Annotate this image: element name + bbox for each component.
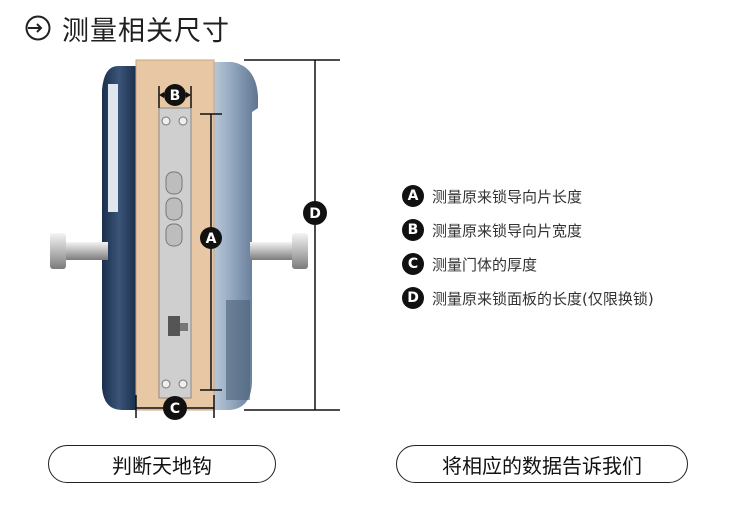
deadbolt-slot-tab (180, 323, 188, 331)
latch-slot (165, 223, 183, 247)
front-panel-strip (108, 84, 118, 212)
title-bar: 测量相关尺寸 (24, 10, 230, 47)
rear-panel-battery (226, 300, 250, 400)
screw (178, 116, 188, 126)
right-handle-bar (250, 242, 296, 260)
label-c: C (170, 401, 180, 417)
label-a-badge (200, 227, 222, 249)
legend-text-a: 测量原来锁导向片长度 (432, 187, 583, 206)
label-a: A (206, 231, 217, 247)
screw (161, 379, 171, 389)
label-c-badge (163, 396, 187, 420)
label-b: B (170, 88, 181, 104)
legend-badge-d: D (402, 287, 424, 309)
latch-slot (165, 171, 183, 195)
check-top-bottom-hook-button[interactable]: 判断天地钩 (48, 445, 276, 483)
door-body (135, 59, 215, 411)
legend-item-d: D 测量原来锁面板的长度(仅限换锁) (402, 281, 654, 315)
label-b-badge (164, 84, 186, 106)
legend: A 测量原来锁导向片长度 B 测量原来锁导向片宽度 C 测量门体的厚度 D 测量… (402, 179, 654, 315)
legend-text-d: 测量原来锁面板的长度(仅限换锁) (432, 289, 654, 308)
front-panel (102, 66, 136, 410)
latch-slot (165, 197, 183, 221)
guide-plate (158, 107, 192, 399)
legend-item-a: A 测量原来锁导向片长度 (402, 179, 654, 213)
rear-panel (214, 62, 258, 410)
deadbolt-slot (168, 316, 180, 336)
legend-badge-b: B (402, 219, 424, 241)
left-handle-bar (62, 242, 108, 260)
legend-item-c: C 测量门体的厚度 (402, 247, 654, 281)
label-d-badge (303, 201, 327, 225)
screw (178, 379, 188, 389)
circle-arrow-right-icon (25, 15, 51, 41)
screw (161, 116, 171, 126)
legend-text-b: 测量原来锁导向片宽度 (432, 221, 583, 240)
label-d: D (309, 206, 321, 222)
left-handle-knob (50, 233, 66, 269)
right-handle-knob (292, 233, 308, 269)
legend-text-c: 测量门体的厚度 (432, 255, 538, 274)
legend-item-b: B 测量原来锁导向片宽度 (402, 213, 654, 247)
legend-badge-c: C (402, 253, 424, 275)
legend-badge-a: A (402, 185, 424, 207)
tell-us-data-button[interactable]: 将相应的数据告诉我们 (396, 445, 688, 483)
page-title: 测量相关尺寸 (62, 15, 230, 47)
